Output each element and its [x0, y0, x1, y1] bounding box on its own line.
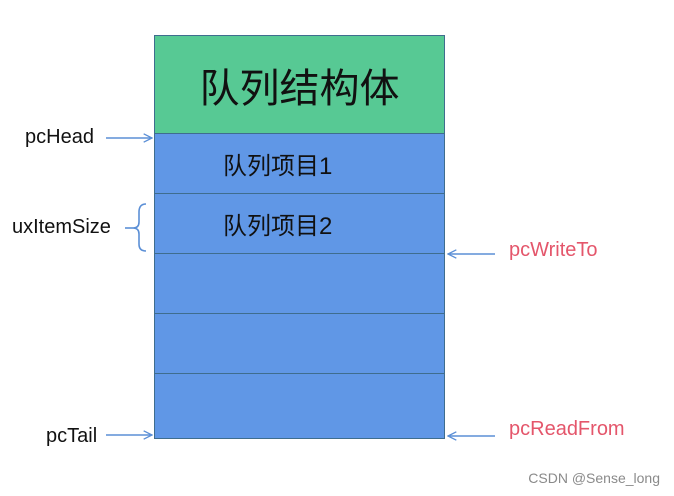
- queue-item-row-1-text: 队列项目1: [223, 153, 333, 180]
- queue-item-row-2-text: 队列项目2: [223, 213, 333, 240]
- pc-write-to-label: pcWriteTo: [509, 239, 598, 261]
- queue-item-row-3: [154, 254, 445, 314]
- queue-item-row-2: 队列项目2: [154, 194, 445, 254]
- queue-item-row-1: 队列项目1: [154, 134, 445, 194]
- ux-item-size-label: uxItemSize: [12, 216, 111, 238]
- ux-item-size-brace: [132, 203, 147, 252]
- queue-struct-header-text: 队列结构体: [199, 66, 400, 111]
- queue-item-row-5: [154, 374, 445, 439]
- pc-tail-label: pcTail: [46, 425, 98, 447]
- pc-read-from-label: pcReadFrom: [509, 418, 625, 440]
- queue-item-row-4: [154, 314, 445, 374]
- queue-struct-header: 队列结构体: [154, 35, 445, 134]
- pc-head-label: pcHead: [25, 126, 94, 148]
- csdn-watermark: CSDN @Sense_long: [528, 470, 660, 486]
